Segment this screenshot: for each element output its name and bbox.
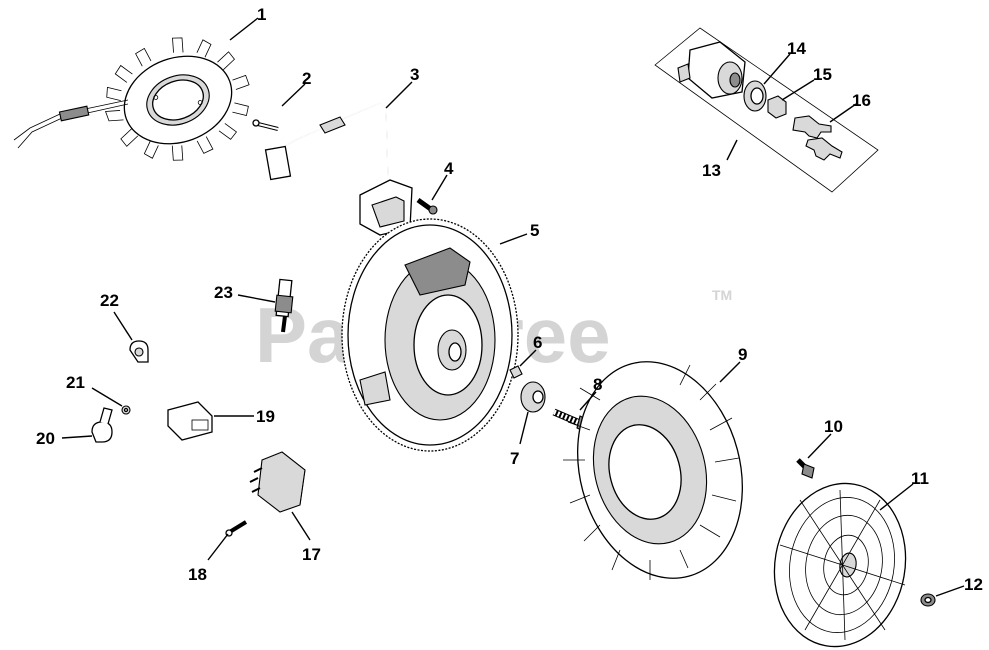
screw-part-2[interactable]	[252, 119, 279, 131]
key-switch-assembly[interactable]	[654, 27, 879, 193]
callout-19: 19	[256, 407, 275, 426]
callout-7: 7	[510, 449, 519, 468]
callout-1: 1	[257, 5, 266, 24]
callout-20: 20	[36, 429, 55, 448]
callout-18: 18	[188, 565, 207, 584]
callout-8: 8	[593, 375, 602, 394]
callout-13: 13	[702, 161, 721, 180]
callout-10: 10	[824, 417, 843, 436]
screen-part[interactable]	[762, 473, 919, 650]
callout-23: 23	[214, 283, 233, 302]
ignition-module-part[interactable]	[264, 102, 413, 236]
bolt-part-10[interactable]	[796, 458, 815, 479]
callout-16: 16	[852, 91, 871, 110]
callout-2: 2	[302, 69, 311, 88]
keys-part-16[interactable]	[792, 115, 843, 161]
spark-plug-part[interactable]	[274, 278, 294, 333]
callout-17: 17	[302, 545, 321, 564]
callout-3: 3	[410, 65, 419, 84]
screw-part-4[interactable]	[416, 197, 438, 215]
callout-5: 5	[530, 221, 539, 240]
callout-15: 15	[813, 65, 832, 84]
callout-6: 6	[533, 333, 542, 352]
callout-12: 12	[964, 575, 983, 594]
callouts: 1 2 3 4 5 6 7 8 9 10 11 12 13 14 15 16 1…	[36, 5, 983, 594]
watermark-tm: TM	[712, 287, 732, 303]
washer-part-21[interactable]	[121, 405, 131, 415]
callout-9: 9	[738, 345, 747, 364]
screw-part-18[interactable]	[225, 520, 248, 537]
leader-lines	[61, 17, 965, 597]
key-switch-part[interactable]	[677, 41, 746, 99]
callout-14: 14	[787, 39, 806, 58]
fan-part[interactable]	[554, 343, 765, 597]
callout-4: 4	[444, 159, 454, 178]
nut-part-12[interactable]	[920, 593, 936, 607]
callout-22: 22	[100, 291, 119, 310]
rectifier-part[interactable]	[249, 451, 306, 513]
callout-11: 11	[911, 469, 929, 488]
stator-part[interactable]	[13, 19, 266, 180]
connector-part-19[interactable]	[167, 401, 213, 441]
washer-part-7[interactable]	[520, 381, 546, 413]
flywheel-part[interactable]	[341, 218, 519, 452]
clamp-part-20[interactable]	[91, 407, 113, 443]
nut-part-15[interactable]	[767, 95, 787, 119]
key-part-6[interactable]	[509, 365, 523, 379]
clip-part-22[interactable]	[129, 340, 149, 363]
callout-21: 21	[66, 373, 85, 392]
